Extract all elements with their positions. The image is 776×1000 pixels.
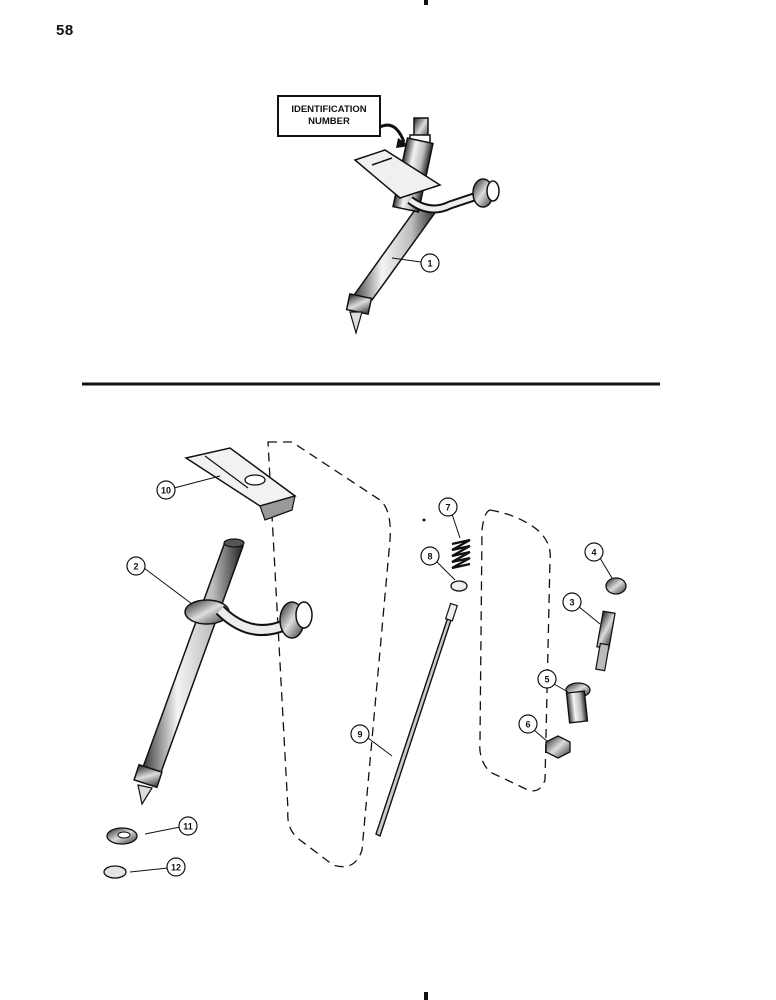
callout-11-label: 11 [183, 822, 193, 832]
callout-5: 5 [537, 669, 569, 693]
callout-3: 3 [562, 592, 601, 625]
registration-mark-top [424, 0, 428, 5]
injector-assembly-drawing [345, 117, 500, 336]
callout-7: 7 [438, 497, 461, 539]
callout-1: 1 [391, 253, 440, 273]
cap-nut-part [605, 577, 627, 595]
callout-4: 4 [584, 542, 613, 579]
callout-11: 11 [144, 816, 198, 836]
callout-4-label: 4 [591, 548, 596, 558]
screw-plug-part [565, 682, 591, 724]
registration-mark-bottom [424, 992, 428, 1000]
washer-12-part [103, 865, 127, 879]
callout-12: 12 [129, 857, 186, 877]
callout-8: 8 [420, 546, 456, 581]
adjusting-screw-part [595, 610, 616, 672]
callout-9-label: 9 [357, 730, 362, 740]
callout-10-label: 10 [161, 486, 171, 496]
callout-5-label: 5 [544, 675, 549, 685]
callout-7-label: 7 [445, 503, 450, 513]
callout-2-label: 2 [133, 562, 138, 572]
spring-part [451, 538, 471, 570]
callout-9: 9 [350, 724, 393, 757]
identification-line-2: NUMBER [308, 116, 350, 127]
callout-12-label: 12 [171, 863, 181, 873]
callout-1-label: 1 [427, 259, 432, 269]
injector-barrel [350, 209, 439, 301]
callout-6-label: 6 [525, 720, 530, 730]
identification-number-label: IDENTIFICATION NUMBER [277, 95, 381, 137]
callout-10: 10 [156, 475, 221, 500]
lock-nut-part [545, 735, 571, 759]
callout-2: 2 [126, 556, 193, 605]
washer-11-part [106, 827, 138, 845]
callout-8-label: 8 [427, 552, 432, 562]
nozzle-nut [345, 292, 373, 316]
callout-6: 6 [518, 714, 549, 743]
callout-3-label: 3 [569, 598, 574, 608]
injector-body-part [133, 538, 313, 806]
mounting-clamp [353, 149, 442, 199]
identification-line-1: IDENTIFICATION [291, 104, 367, 115]
spring-seat-part [450, 580, 468, 592]
page-number: 58 [56, 22, 74, 39]
adjuster-group-outline [479, 509, 551, 792]
clamp-part [184, 447, 297, 521]
nozzle-tip [349, 311, 363, 336]
needle-valve-group-outline [267, 441, 391, 868]
needle-valve-part [375, 602, 459, 837]
